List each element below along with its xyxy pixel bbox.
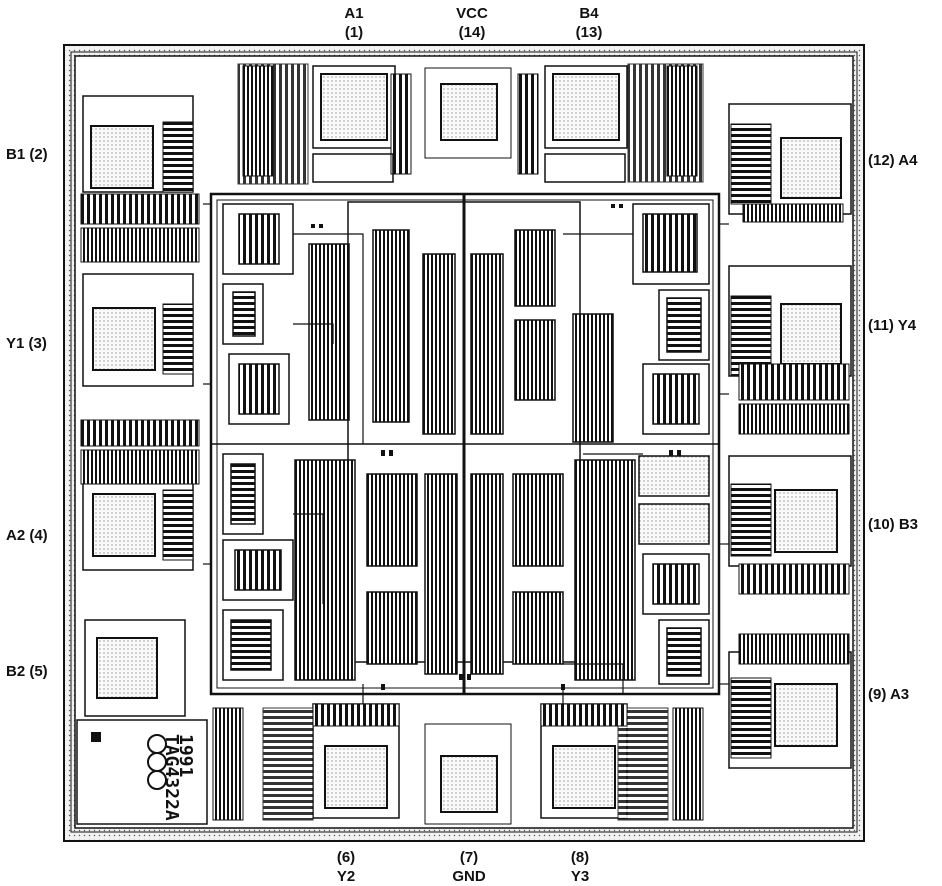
bond-pad-vcc (440, 83, 498, 141)
left-io-cells (76, 95, 208, 825)
bond-pad-a2 (92, 493, 156, 557)
bond-pad-a3 (774, 683, 838, 747)
pin-number: (7) (459, 849, 479, 866)
bond-pad-a1 (320, 73, 388, 141)
bond-pad-b3 (774, 489, 838, 553)
pin-label-a3: (9) A3 (868, 686, 910, 703)
pin-label-gnd: (7) GND (444, 848, 494, 886)
pin-label-b3: (10) B3 (868, 516, 919, 533)
pin-name: Y3 (570, 868, 590, 885)
bond-pad-b1 (90, 125, 154, 189)
pin-label-b2: B2 (5) (6, 663, 48, 680)
pin-label-vcc: VCC (14) (447, 4, 497, 42)
pin-label-a1: A1 (1) (334, 4, 374, 42)
pin-name: A1 (344, 5, 364, 22)
ti-logo-icon (147, 734, 167, 790)
pin-label-y2: (6) Y2 (326, 848, 366, 886)
pin-name: VCC (456, 5, 488, 22)
pin-number: (1) (344, 24, 364, 41)
pin-name: GND (452, 868, 486, 885)
bond-pad-y2 (324, 745, 388, 809)
die-layout-svg (63, 44, 865, 842)
pin-name: Y2 (336, 868, 356, 885)
logic-cells (222, 203, 710, 685)
top-io-cells (237, 63, 704, 185)
die-seal-ring (70, 51, 858, 833)
pin-label-y3: (8) Y3 (560, 848, 600, 886)
pin-number: (13) (575, 24, 603, 41)
pin-label-a4: (12) A4 (868, 152, 918, 169)
bond-pad-a4 (780, 137, 842, 199)
bond-pad-gnd (440, 755, 498, 813)
pin-number: (8) (570, 849, 590, 866)
vias (311, 204, 681, 690)
pin-label-a2: A2 (4) (6, 527, 48, 544)
die-part-code-text: TAG4322A (161, 734, 182, 821)
bond-pad-y4 (780, 303, 842, 365)
bond-pad-b4 (552, 73, 620, 141)
bottom-io-cells (212, 703, 704, 825)
metal-routing (203, 203, 729, 704)
pin-label-y4: (11) Y4 (868, 317, 917, 334)
pin-name: B4 (579, 5, 599, 22)
pin-label-b4: B4 (13) (564, 4, 614, 42)
pin-label-y1: Y1 (3) (6, 335, 47, 352)
bond-pad-y1 (92, 307, 156, 371)
pin-label-b1: B1 (2) (6, 146, 48, 163)
right-io-cells (728, 103, 852, 769)
pin-number: (6) (336, 849, 356, 866)
die-layout (63, 44, 865, 842)
bond-pad-b2 (96, 637, 158, 699)
transistor-arrays (294, 229, 636, 681)
pin-number: (14) (458, 24, 486, 41)
bond-pad-y3 (552, 745, 616, 809)
